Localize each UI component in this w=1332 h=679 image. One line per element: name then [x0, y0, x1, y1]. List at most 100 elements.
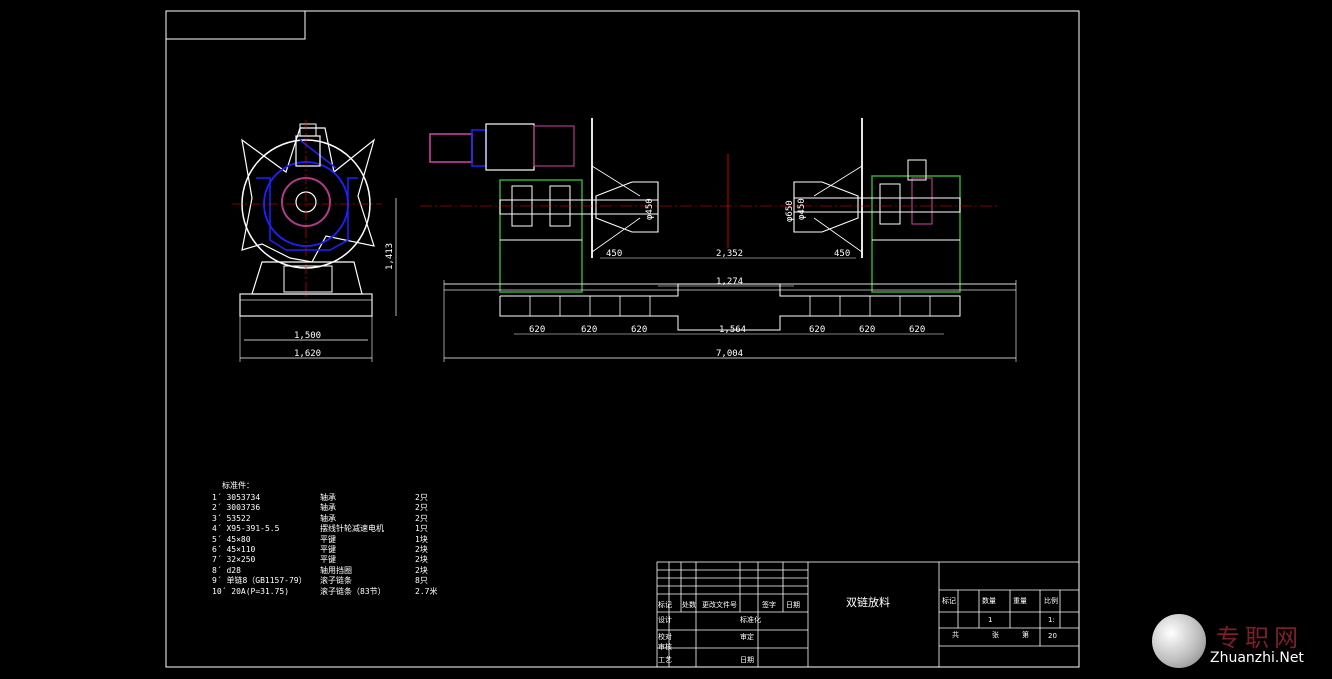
parts-row: 3´ 53522 轴承 2只	[212, 514, 452, 524]
drawing-title: 双链放料	[846, 596, 890, 609]
role-standard: 标准化	[740, 616, 761, 624]
right-bearing-1	[879, 183, 901, 225]
parts-spec: 7´ 32×250	[212, 555, 256, 565]
parts-row: 10´ 20A(P=31.75)滚子链条（83节）2.7米	[212, 587, 452, 597]
dim-right-diameter-b: φ650	[785, 200, 795, 222]
left-reel-brace-1	[591, 165, 641, 197]
parts-qty: 2块	[415, 544, 428, 554]
watermark-logo-icon	[1152, 614, 1206, 668]
right-reel-cone	[793, 181, 859, 233]
sheet-border	[165, 10, 1080, 668]
left-frame	[499, 179, 583, 293]
corner-label-box	[165, 10, 306, 40]
role-review: 审核	[658, 643, 672, 651]
right-top-motor	[907, 159, 927, 181]
right-reel-brace-1	[813, 165, 863, 197]
watermark-cn: 专职网	[1216, 624, 1303, 652]
parts-name: 平键	[320, 555, 336, 565]
scale-value: 1:	[1048, 616, 1055, 624]
front-view: 450 450 2,352 1,274 7,004 φ450 φ450 φ650…	[420, 118, 1017, 362]
side-dim-1413: 1,413	[385, 243, 395, 270]
rev-header-date: 日期	[786, 601, 800, 609]
base-foundation	[499, 283, 961, 331]
rev-header-mark: 标记	[658, 601, 672, 609]
right-reel-brace-2	[813, 217, 863, 253]
stage-header-mark: 标记	[942, 597, 956, 605]
front-gearbox	[485, 123, 535, 171]
side-view-pedestal	[251, 261, 363, 295]
rev-header-count: 处数	[682, 601, 696, 609]
left-reel-brace-2	[591, 217, 641, 253]
parts-spec: 3´ 53522	[212, 513, 251, 523]
left-reel-cone	[595, 181, 659, 233]
role-approve: 审定	[740, 633, 754, 641]
right-bearing-2	[911, 177, 933, 225]
side-view-pedestal-inner	[283, 265, 333, 293]
parts-row: 8´ d28 轴用挡圈 2块	[212, 566, 452, 576]
parts-row: 2´ 3003736 轴承 2只	[212, 503, 452, 513]
parts-qty: 8只	[415, 576, 428, 586]
dim-span-top: 2,352	[716, 249, 743, 259]
dim-bottom-segment: 620	[529, 325, 545, 335]
left-shaft	[499, 199, 659, 215]
parts-name: 轴承	[320, 493, 336, 502]
parts-spec: 4´ X95-391-5.5	[212, 524, 280, 534]
parts-spec: 2´ 3003736	[212, 503, 261, 513]
dim-left-diameter: φ450	[645, 198, 655, 220]
title-block	[656, 561, 1080, 668]
dim-span-mid: 1,274	[716, 277, 743, 287]
dim-bottom-segment: 620	[859, 325, 875, 335]
rev-header-sign: 签字	[762, 601, 776, 609]
side-view-base	[239, 293, 373, 317]
front-coupling	[533, 125, 575, 167]
parts-spec: 5´ 45×80	[212, 534, 251, 544]
parts-qty: 2块	[415, 565, 428, 575]
role-process: 工艺	[658, 656, 672, 664]
dim-right-diameter-a: φ450	[797, 198, 807, 220]
parts-name: 平键	[320, 534, 336, 544]
parts-name: 平键	[320, 544, 336, 554]
parts-name: 轴承	[320, 503, 336, 513]
parts-name: 轴承	[320, 513, 336, 523]
parts-qty: 1只	[415, 524, 428, 534]
side-dim-1500: 1,500	[294, 331, 321, 341]
parts-row: 5´ 45×80 平键 1块	[212, 535, 452, 545]
parts-spec: 8´ d28	[212, 565, 241, 575]
dim-bottom-segment: 620	[631, 325, 647, 335]
stage-header-scale: 比例	[1044, 597, 1058, 605]
parts-qty: 2只	[415, 513, 428, 523]
side-dim-1620: 1,620	[294, 349, 321, 359]
rev-header-docno: 更改文件号	[702, 601, 737, 609]
parts-name: 滚子链条（83节）	[320, 586, 386, 596]
role-date: 日期	[740, 656, 754, 664]
dim-bottom-segment: 620	[581, 325, 597, 335]
parts-row: 9´ 单链8（GB1157-79） 滚子链条 8只	[212, 576, 452, 586]
parts-name: 滚子链条	[320, 576, 352, 586]
parts-qty: 2块	[415, 555, 428, 565]
quantity-value: 1	[988, 616, 993, 624]
parts-spec: 1´ 3053734	[212, 493, 261, 502]
stage-header-weight: 重量	[1013, 597, 1027, 605]
parts-spec: 9´ 单链8（GB1157-79）	[212, 576, 307, 586]
parts-name: 轴用挡圈	[320, 565, 352, 575]
side-view-bracket	[256, 177, 358, 251]
parts-qty: 1块	[415, 534, 428, 544]
parts-qty: 2只	[415, 503, 428, 513]
foundation-cells	[529, 296, 931, 316]
side-view-spokes	[241, 127, 376, 263]
watermark: 专职网 Zhuanzhi.Net	[1150, 612, 1332, 674]
stage-header-qty: 数量	[982, 597, 996, 605]
role-check: 校对	[658, 633, 672, 641]
front-motor-fins	[471, 129, 487, 167]
dim-total-length: 7,004	[716, 349, 743, 359]
dim-bottom-segment: 620	[909, 325, 925, 335]
right-frame	[871, 175, 961, 293]
parts-qty: 2.7米	[415, 586, 438, 596]
dim-left-arm: 450	[606, 249, 622, 259]
